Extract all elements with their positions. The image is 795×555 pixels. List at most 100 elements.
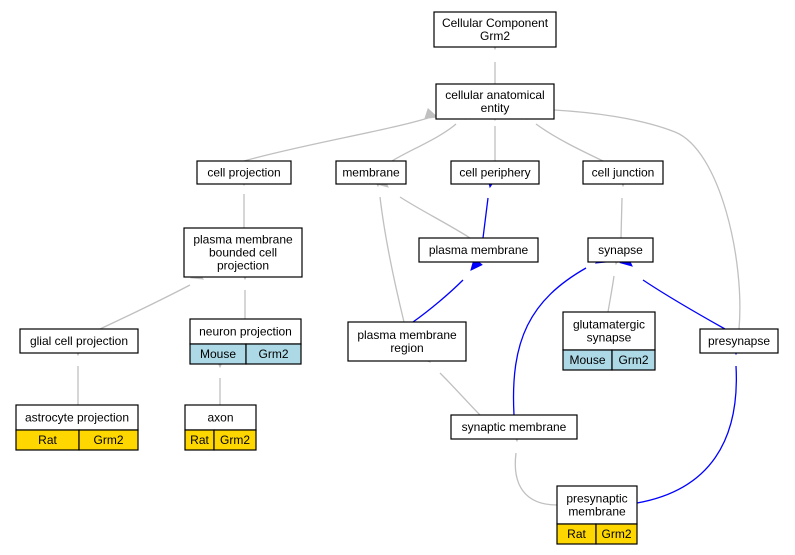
node-label-line: region <box>390 341 423 355</box>
edge-plasma-membrane-region-to-membrane <box>371 174 405 323</box>
gene-cell <box>611 349 656 371</box>
edge-line <box>399 196 471 239</box>
gene-cell <box>245 343 302 365</box>
node-box <box>335 160 407 185</box>
edge-line <box>379 196 405 323</box>
edge-line <box>512 267 587 416</box>
node-label-line: entity <box>481 101 510 115</box>
node-cell-periphery[interactable]: cell periphery <box>450 160 540 185</box>
node-label-line: bounded cell <box>209 246 277 260</box>
edge-line <box>99 284 191 330</box>
gene-label: Grm2 <box>220 433 250 447</box>
node-label-line: glutamatergic <box>573 318 645 332</box>
node-box <box>556 485 638 525</box>
gene-cell <box>213 429 257 451</box>
node-label-line: presynapse <box>708 334 770 348</box>
node-label-line: synaptic membrane <box>462 420 567 434</box>
node-box <box>562 311 656 351</box>
node-box <box>435 83 555 120</box>
node-cell-projection[interactable]: cell projection <box>196 160 292 185</box>
edge-line <box>391 123 457 162</box>
node-label-line: projection <box>217 259 269 273</box>
node-label-line: synapse <box>598 243 643 257</box>
node-label-line: plasma membrane <box>357 328 457 342</box>
edge-line <box>553 109 741 330</box>
node-box <box>19 328 139 354</box>
edge-line <box>243 117 429 162</box>
node-label-line: neuron projection <box>199 325 292 339</box>
node-box <box>699 328 779 354</box>
node-label-line: Grm2 <box>480 29 510 43</box>
node-synapse[interactable]: synapse <box>587 237 654 263</box>
node-label-line: cell junction <box>592 166 655 180</box>
edges-layer <box>72 37 742 506</box>
gene-label: Grm2 <box>259 347 289 361</box>
node-box <box>582 160 664 185</box>
node-label-line: membrane <box>342 166 400 180</box>
node-label-line: plasma membrane <box>429 243 529 257</box>
edge-plasma-membrane-to-cell-periphery <box>482 174 498 239</box>
node-label-line: cell periphery <box>459 166 530 180</box>
species-label: Rat <box>190 433 209 447</box>
node-box <box>587 237 654 263</box>
species-label: Mouse <box>200 347 236 361</box>
node-box <box>347 321 467 362</box>
edge-plasma-membrane-to-membrane <box>375 175 471 239</box>
species-label: Rat <box>567 527 586 541</box>
edge-line <box>636 365 737 504</box>
node-box <box>450 414 578 440</box>
gene-label: Grm2 <box>619 353 649 367</box>
gene-cell <box>595 523 638 545</box>
edge-presynaptic-membrane-to-synaptic-membrane <box>510 429 558 506</box>
node-label-line: glial cell projection <box>30 334 128 348</box>
node-cell-junction[interactable]: cell junction <box>582 160 664 185</box>
node-label-line: cell projection <box>207 166 280 180</box>
node-plasma-membrane[interactable]: plasma membrane <box>418 237 539 263</box>
edge-line <box>607 275 615 313</box>
node-label-line: cellular anatomical <box>445 88 544 102</box>
gene-label: Grm2 <box>602 527 632 541</box>
gene-label: Grm2 <box>94 433 124 447</box>
node-glial-cell-projection[interactable]: glial cell projection <box>19 328 139 354</box>
node-presynapse[interactable]: presynapse <box>699 328 779 354</box>
gene-cell <box>78 429 139 451</box>
node-synaptic-membrane[interactable]: synaptic membrane <box>450 414 578 440</box>
node-label-line: Cellular Component <box>442 16 549 30</box>
node-box <box>450 160 540 185</box>
node-box <box>433 11 557 48</box>
species-label: Rat <box>38 433 57 447</box>
edge-arrowhead <box>424 107 439 119</box>
edge-line <box>535 123 604 162</box>
node-label-line: plasma membrane <box>193 233 293 247</box>
edge-line <box>482 197 489 239</box>
edge-line <box>514 452 558 506</box>
node-box <box>418 237 539 263</box>
node-label-line: axon <box>207 411 233 425</box>
edge-line <box>439 372 481 416</box>
edge-line <box>412 279 464 323</box>
node-label-line: presynaptic <box>566 492 627 506</box>
edge-plasma-membrane-region-to-plasma-membrane <box>412 257 483 323</box>
node-label-line: membrane <box>568 505 626 519</box>
node-box <box>183 227 303 278</box>
edge-cell-projection-to-cellular-anatomical-entity <box>243 107 439 162</box>
node-box <box>189 318 302 345</box>
species-label: Mouse <box>569 353 605 367</box>
node-membrane[interactable]: membrane <box>335 160 407 185</box>
node-box <box>196 160 292 185</box>
node-label-line: astrocyte projection <box>25 411 129 425</box>
edge-line <box>642 279 726 330</box>
node-label-line: synapse <box>587 331 632 345</box>
edge-presynapse-to-cellular-anatomical-entity <box>534 103 741 330</box>
